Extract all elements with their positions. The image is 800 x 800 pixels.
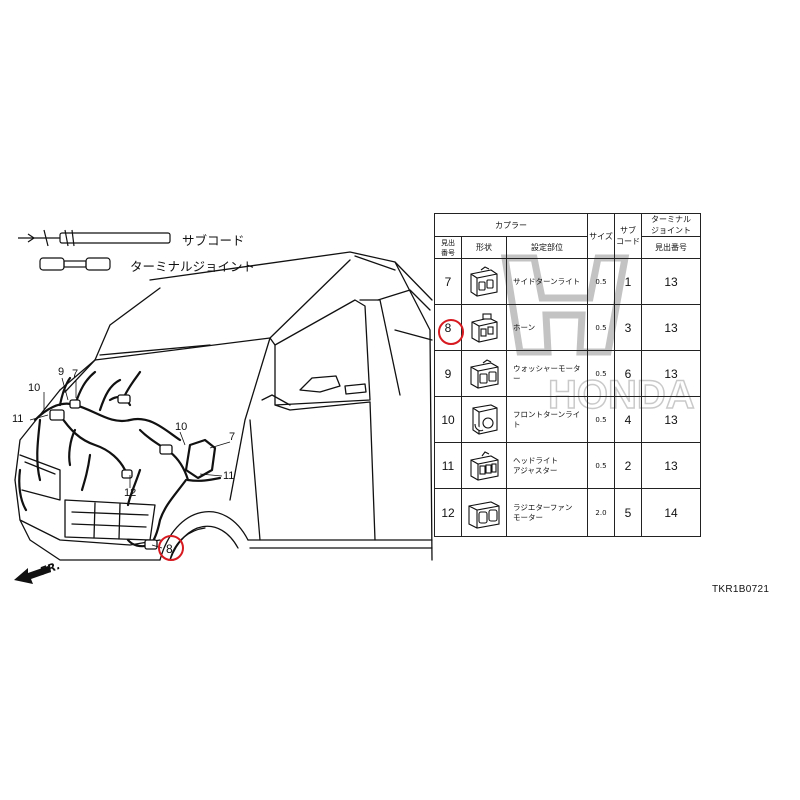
row-terminal-joint: 13 <box>641 304 701 351</box>
row-sub-cord: 6 <box>614 350 642 397</box>
row-terminal-joint: 13 <box>641 442 701 489</box>
row-location: ラジエターファン モーター <box>506 488 588 537</box>
header-sub-cord: サブ コード <box>614 213 642 259</box>
row-location: ヘッドライト アジャスター <box>506 442 588 489</box>
row-size: 0.5 <box>587 442 615 489</box>
row-size: 0.5 <box>587 396 615 443</box>
diagram-code: TKR1B0721 <box>712 584 770 595</box>
legend-terminal-joint: ターミナルジョイント <box>130 259 256 274</box>
row-location: ウォッシャーモーター <box>506 350 588 397</box>
callout-11a: 11 <box>12 413 24 425</box>
callout-9: 9 <box>58 366 65 378</box>
connector-2pin-tall-icon <box>461 396 507 443</box>
row-location: ホーン <box>506 304 588 351</box>
row-sub-cord: 4 <box>614 396 642 443</box>
row-location: フロントターンライト <box>506 396 588 443</box>
callout-7b: 7 <box>229 431 236 443</box>
front-direction-arrow <box>14 566 51 584</box>
callout-12: 12 <box>124 487 137 499</box>
row-size: 0.5 <box>587 304 615 351</box>
row-size: 0.5 <box>587 258 615 305</box>
table-row: 7 サイドターンライト 0.5 1 13 <box>434 258 701 305</box>
callout-7a: 7 <box>72 368 79 380</box>
callout-11b: 11 <box>223 470 235 482</box>
row-number: 9 <box>434 350 462 397</box>
table-row: 9 ウォッシャーモーター 0.5 6 13 <box>434 350 701 397</box>
row-sub-cord: 5 <box>614 488 642 537</box>
row-number: 7 <box>434 258 462 305</box>
row-sub-cord: 2 <box>614 442 642 489</box>
row-terminal-joint: 13 <box>641 350 701 397</box>
table-row: 10 フロントターンライト 0.5 4 13 <box>434 396 701 443</box>
callout-10: 10 <box>28 382 41 394</box>
highlight-circle-table <box>438 319 464 345</box>
connector-2pin-wide-icon <box>461 350 507 397</box>
row-size: 0.5 <box>587 350 615 397</box>
row-sub-cord: 1 <box>614 258 642 305</box>
header-install-location: 設定部位 <box>506 236 588 259</box>
row-sub-cord: 3 <box>614 304 642 351</box>
highlight-circle-diagram <box>158 535 184 561</box>
header-index-no: 見出 番号 <box>434 236 462 259</box>
legend-sub-cord: サブコード <box>182 233 245 248</box>
connector-3pin-icon <box>461 442 507 489</box>
connector-2pin-square-icon <box>461 304 507 351</box>
row-number: 11 <box>434 442 462 489</box>
row-size: 2.0 <box>587 488 615 537</box>
connector-table: カプラー サイズ サブ コード ターミナル ジョイント 見出 番号 形状 設定部… <box>434 213 701 537</box>
connector-2pin-icon <box>461 258 507 305</box>
header-shape: 形状 <box>461 236 507 259</box>
callout-10b: 10 <box>175 421 188 433</box>
row-location: サイドターンライト <box>506 258 588 305</box>
connector-2pin-large-icon <box>461 488 507 537</box>
row-number: 12 <box>434 488 462 537</box>
table-row: 12 ラジエターファン モーター 2.0 5 14 <box>434 488 701 537</box>
row-terminal-joint: 14 <box>641 488 701 537</box>
header-size: サイズ <box>587 213 615 259</box>
header-coupler: カプラー <box>434 213 588 237</box>
row-terminal-joint: 13 <box>641 258 701 305</box>
row-number: 10 <box>434 396 462 443</box>
header-terminal-joint: ターミナル ジョイント <box>641 213 701 237</box>
table-row: 11 ヘッドライト アジャスター 0.5 2 13 <box>434 442 701 489</box>
row-terminal-joint: 13 <box>641 396 701 443</box>
header-index-no-2: 見出番号 <box>641 236 701 259</box>
table-row: 8 ホーン 0.5 3 13 <box>434 304 701 351</box>
